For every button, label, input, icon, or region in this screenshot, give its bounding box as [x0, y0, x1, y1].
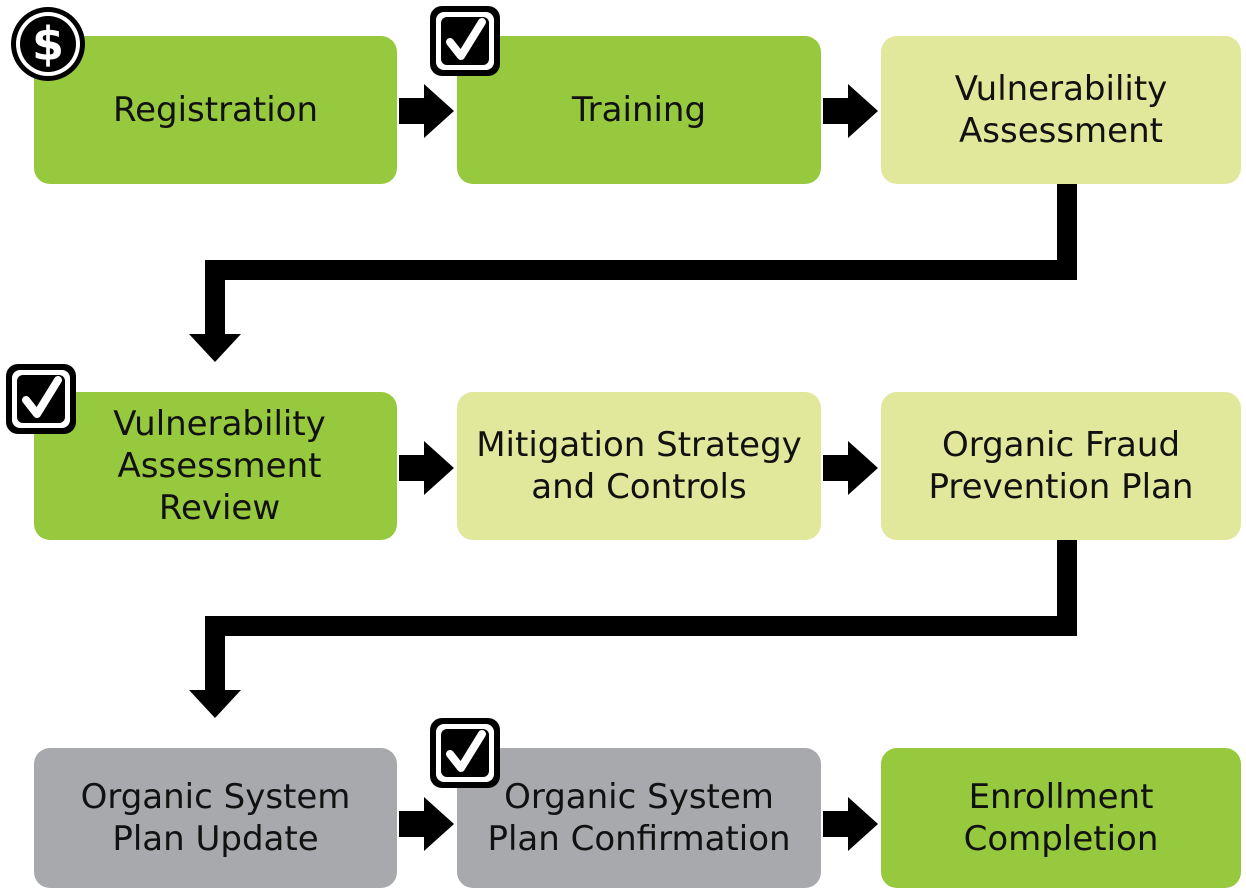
connector-row1-to-row2	[189, 184, 1077, 362]
step-organic-fraud-prevention-plan: Organic Fraud Prevention Plan	[881, 392, 1241, 540]
step-label: Registration	[112, 90, 319, 130]
step-label: Vulnerability Assessment Review	[113, 404, 326, 528]
arrow-training-to-vulnerability-assessment	[823, 84, 878, 138]
dollar-icon: $	[11, 7, 85, 81]
step-label: Mitigation Strategy and Controls	[476, 425, 802, 507]
step-registration: Registration	[34, 36, 397, 184]
connector-row2-to-row3	[189, 540, 1077, 718]
svg-text:$: $	[32, 17, 64, 71]
checkmark-icon	[430, 6, 500, 76]
arrow-confirmation-to-enrollment	[823, 797, 878, 851]
checkmark-icon	[6, 364, 76, 434]
step-label: Organic System Plan Update	[80, 777, 351, 859]
arrow-review-to-mitigation	[399, 441, 454, 495]
step-training: Training	[457, 36, 821, 184]
step-label: Training	[571, 90, 707, 130]
arrow-mitigation-to-fraud-plan	[823, 441, 878, 495]
step-vulnerability-assessment: Vulnerability Assessment	[881, 36, 1241, 184]
step-label: Vulnerability Assessment	[954, 69, 1168, 151]
step-label: Organic Fraud Prevention Plan	[928, 425, 1194, 507]
step-organic-system-plan-confirmation: Organic System Plan Confirmation	[457, 748, 821, 888]
step-label: Organic System Plan Confirmation	[487, 777, 791, 859]
step-organic-system-plan-update: Organic System Plan Update	[34, 748, 397, 888]
checkmark-icon	[430, 718, 500, 788]
arrow-registration-to-training	[399, 84, 454, 138]
step-vulnerability-assessment-review: Vulnerability Assessment Review	[34, 392, 397, 540]
step-enrollment-completion: Enrollment Completion	[881, 748, 1241, 888]
step-mitigation-strategy: Mitigation Strategy and Controls	[457, 392, 821, 540]
arrow-osp-update-to-confirmation	[399, 797, 454, 851]
step-label: Enrollment Completion	[963, 777, 1159, 859]
